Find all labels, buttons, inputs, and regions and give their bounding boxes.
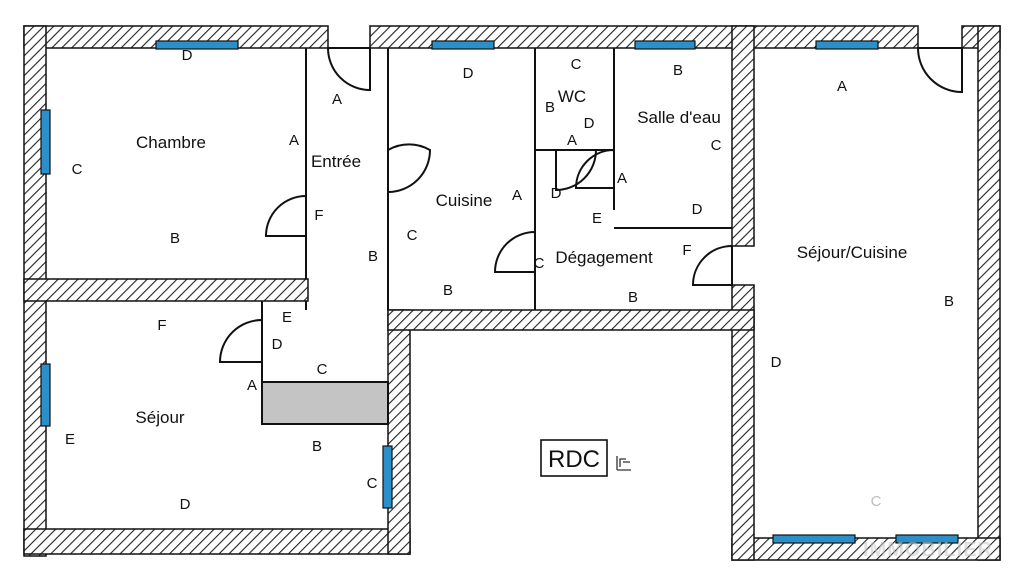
wall-label: B xyxy=(673,62,683,79)
room-chambre: Chambre xyxy=(136,133,206,152)
wall-right-lower-left xyxy=(387,309,411,555)
wall-label: D xyxy=(463,65,474,82)
room-sejour-cuisine: Séjour/Cuisine xyxy=(797,243,908,262)
door-entree xyxy=(326,47,371,92)
wall-label: E xyxy=(282,309,292,326)
room-salle-eau: Salle d'eau xyxy=(637,108,721,127)
wall-label: A xyxy=(617,170,627,187)
door-cuisine xyxy=(387,143,432,194)
wall-label: A xyxy=(332,91,342,108)
floor-level-text: RDC xyxy=(548,446,600,473)
room-entree: Entrée xyxy=(311,152,361,171)
window xyxy=(895,534,959,544)
wall-label: C xyxy=(871,493,882,510)
wall-label: D xyxy=(180,496,191,513)
wall-label: E xyxy=(65,431,75,448)
wall-chambre-sejour xyxy=(23,278,309,302)
wall-label: D xyxy=(551,185,562,202)
window xyxy=(40,109,51,175)
wall-label: F xyxy=(314,207,323,224)
window xyxy=(382,445,393,509)
wall-label: A xyxy=(289,132,299,149)
room-names: Chambre Entrée Cuisine WC Salle d'eau Dé… xyxy=(135,87,907,427)
room-wc: WC xyxy=(558,87,586,106)
wall-label: C xyxy=(72,161,83,178)
wall-label: C xyxy=(534,255,545,272)
room-degagement: Dégagement xyxy=(555,248,653,267)
door-exterior-right xyxy=(916,47,963,94)
wall-label: C xyxy=(711,137,722,154)
wall-label: B xyxy=(545,99,555,116)
wall-label: A xyxy=(837,78,847,95)
walls xyxy=(23,25,1001,561)
window xyxy=(815,40,879,50)
door-degagement-cuisine xyxy=(493,230,536,273)
wall-label: C xyxy=(367,475,378,492)
door-sejour xyxy=(218,318,263,363)
door-chambre xyxy=(264,194,307,237)
wall-bottom-left xyxy=(23,528,411,555)
wall-label: B xyxy=(368,248,378,265)
wall-label: A xyxy=(247,377,257,394)
wall-right xyxy=(977,25,1001,561)
door-sejour-cuisine xyxy=(691,244,733,286)
wall-label: D xyxy=(771,354,782,371)
door-wc xyxy=(555,149,598,192)
wall-label: B xyxy=(628,289,638,306)
stair-block xyxy=(261,381,389,425)
wall-label: F xyxy=(157,317,166,334)
floor-level-badge: RDC xyxy=(540,439,608,477)
inner-walls xyxy=(261,48,732,382)
wall-label: D xyxy=(692,201,703,218)
window xyxy=(40,363,51,427)
wall-label: E xyxy=(592,210,602,227)
wall-label: B xyxy=(443,282,453,299)
wall-label: A xyxy=(512,187,522,204)
wall-label: D xyxy=(272,336,283,353)
doors xyxy=(218,47,963,363)
wall-label: D xyxy=(182,47,193,64)
watermark-text: IMMOBILIER xyxy=(863,539,993,561)
wall-label: B xyxy=(312,438,322,455)
wall-sejour-cuisine-left-upper xyxy=(731,25,755,247)
wall-label: D xyxy=(584,115,595,132)
window xyxy=(772,534,856,544)
window xyxy=(431,40,495,50)
wall-labels: D C B A F A E B C D A C B C B A D B C D … xyxy=(65,47,954,513)
wall-label: B xyxy=(170,230,180,247)
window xyxy=(634,40,696,50)
room-sejour: Séjour xyxy=(135,408,184,427)
door-salle-eau xyxy=(574,148,615,189)
wall-label: F xyxy=(682,242,691,259)
room-cuisine: Cuisine xyxy=(436,191,493,210)
wall-label: A xyxy=(567,132,577,149)
wall-sejour-cuisine-left-lower xyxy=(731,284,755,561)
windows xyxy=(40,40,959,544)
window xyxy=(155,40,239,50)
wall-middle xyxy=(387,309,755,331)
stair-icon xyxy=(616,456,631,471)
wall-label: C xyxy=(317,361,328,378)
wall-label: C xyxy=(407,227,418,244)
wall-label: B xyxy=(944,293,954,310)
wall-label: C xyxy=(571,56,582,73)
